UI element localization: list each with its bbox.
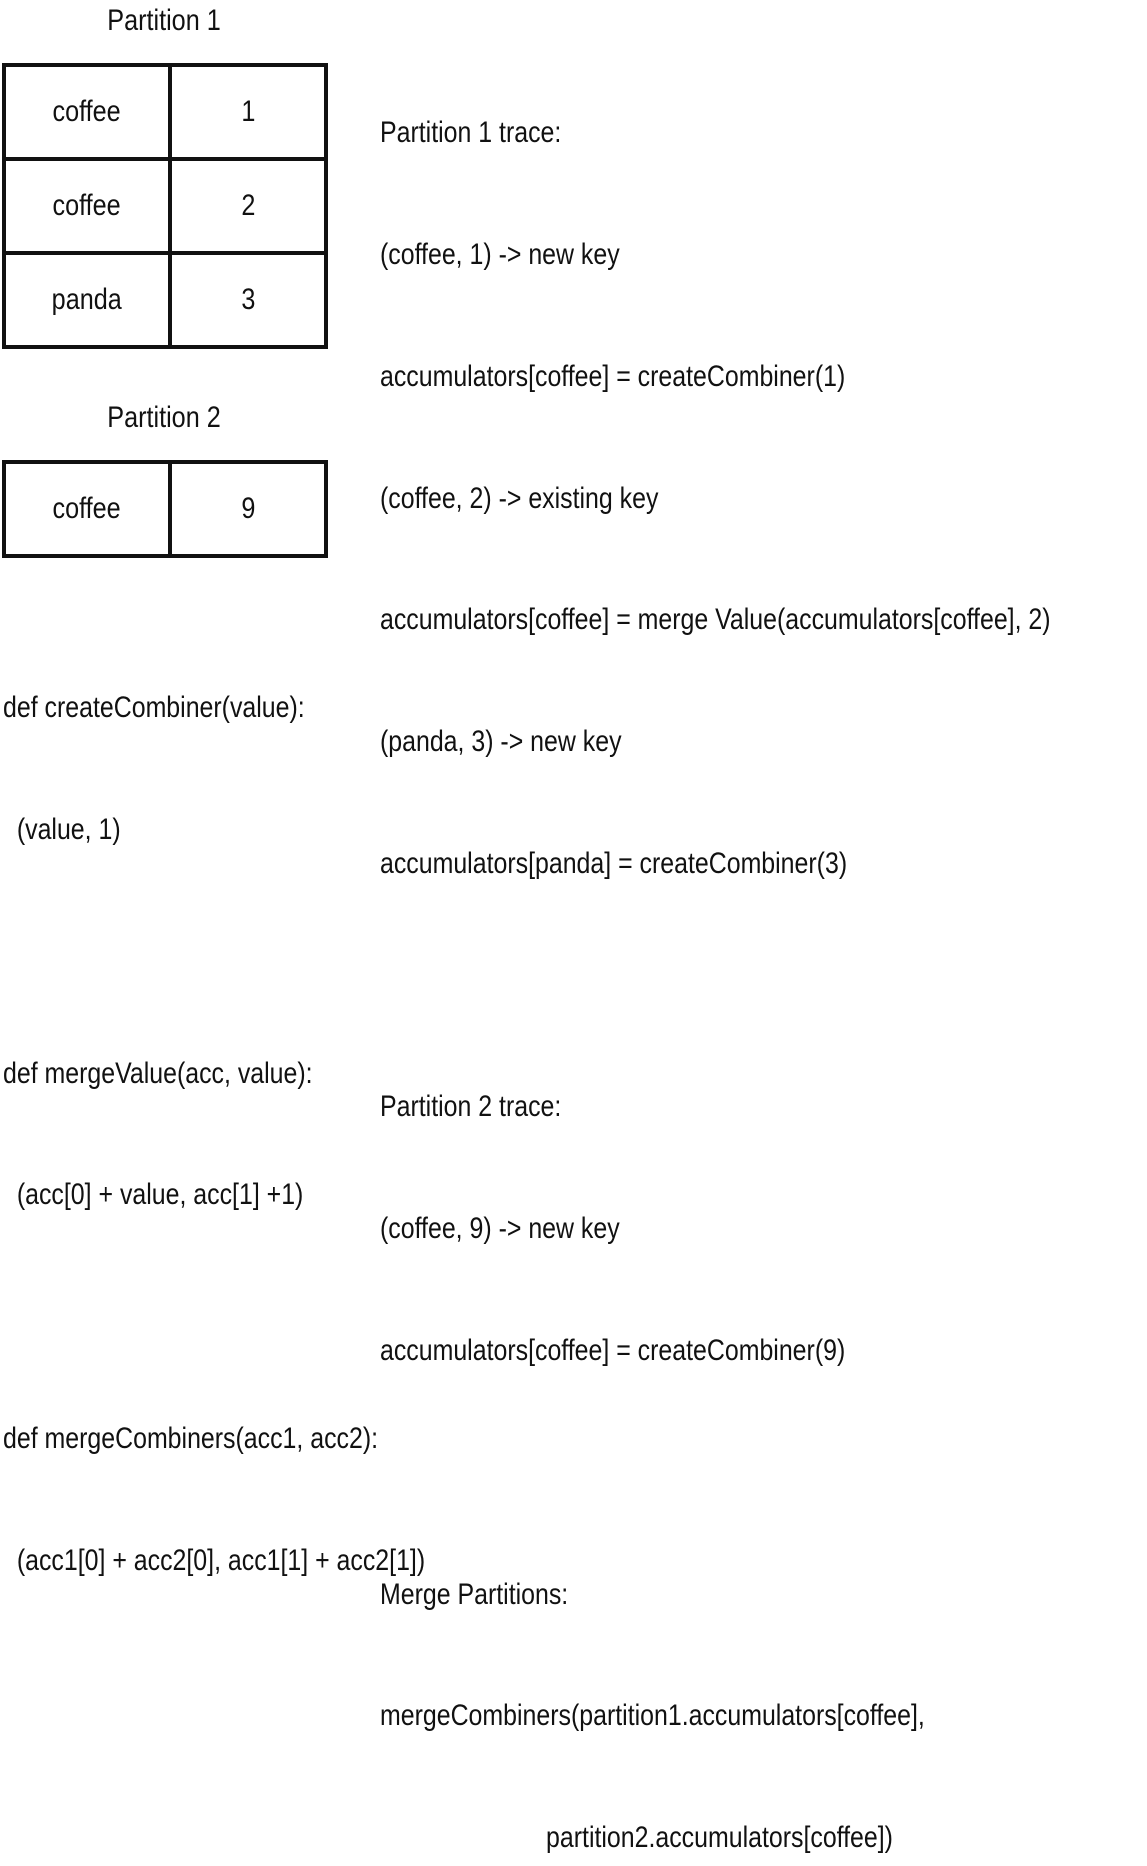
value-text: 1 bbox=[240, 95, 256, 128]
value-text: 2 bbox=[240, 189, 256, 222]
key-text: panda bbox=[51, 283, 123, 316]
table-row: coffee 2 bbox=[2, 157, 328, 255]
trace-line: Partition 2 trace: bbox=[380, 1090, 562, 1124]
table-row: panda 3 bbox=[2, 251, 328, 349]
key-text: coffee bbox=[52, 492, 122, 525]
table-row: coffee 9 bbox=[2, 460, 328, 558]
trace-line: accumulators[coffee] = createCombiner(9) bbox=[380, 1334, 846, 1367]
key-cell: coffee bbox=[2, 460, 172, 558]
trace-line bbox=[380, 1453, 1051, 1494]
key-cell: coffee bbox=[2, 157, 172, 255]
code-line bbox=[3, 932, 425, 973]
code-line: def createCombiner(value): bbox=[3, 691, 305, 725]
code-line: def mergeValue(acc, value): bbox=[3, 1056, 313, 1090]
trace-line: Merge Partitions: bbox=[380, 1577, 569, 1611]
value-text: 9 bbox=[240, 492, 256, 525]
key-cell: panda bbox=[2, 251, 172, 349]
function-definitions-block: def createCombiner(value): (value, 1) de… bbox=[3, 607, 425, 1662]
trace-line: mergeCombiners(partition1.accumulators[c… bbox=[380, 1699, 925, 1733]
key-text: coffee bbox=[52, 189, 122, 222]
code-line: (value, 1) bbox=[3, 812, 121, 846]
trace-line: (panda, 3) -> new key bbox=[380, 725, 622, 759]
trace-line: (coffee, 2) -> existing key bbox=[380, 481, 659, 515]
value-cell: 3 bbox=[168, 251, 328, 349]
value-cell: 9 bbox=[168, 460, 328, 558]
trace-text-block: Partition 1 trace: (coffee, 1) -> new ke… bbox=[380, 32, 1051, 1866]
value-cell: 2 bbox=[168, 157, 328, 255]
trace-line: Partition 1 trace: bbox=[380, 116, 562, 150]
value-text: 3 bbox=[240, 283, 256, 316]
partition-2-table: coffee 9 bbox=[2, 460, 328, 558]
code-line: (acc1[0] + acc2[0], acc1[1] + acc2[1]) bbox=[3, 1543, 426, 1577]
trace-line: accumulators[panda] = createCombiner(3) bbox=[380, 846, 848, 880]
key-cell: coffee bbox=[2, 63, 172, 161]
code-line: def mergeCombiners(acc1, acc2): bbox=[3, 1421, 379, 1455]
partition-1-title: Partition 1 bbox=[107, 4, 221, 37]
trace-line: accumulators[coffee] = createCombiner(1) bbox=[380, 359, 846, 393]
value-cell: 1 bbox=[168, 63, 328, 161]
trace-line: partition2.accumulators[coffee]) bbox=[380, 1821, 893, 1855]
table-row: coffee 1 bbox=[2, 63, 328, 161]
partition-2-title: Partition 2 bbox=[107, 401, 221, 434]
code-line: (acc[0] + value, acc[1] +1) bbox=[3, 1178, 304, 1212]
trace-line: (coffee, 1) -> new key bbox=[380, 237, 620, 271]
combine-by-key-diagram: Partition 1 coffee 1 coffee 2 panda 3 Pa… bbox=[2, 4, 1051, 1854]
trace-line: (coffee, 9) -> new key bbox=[380, 1212, 620, 1246]
partition-1-table: coffee 1 coffee 2 panda 3 bbox=[2, 63, 328, 349]
key-text: coffee bbox=[52, 95, 122, 128]
trace-line: accumulators[coffee] = merge Value(accum… bbox=[380, 603, 1051, 637]
trace-line bbox=[380, 966, 1051, 1007]
code-line bbox=[3, 1297, 425, 1338]
